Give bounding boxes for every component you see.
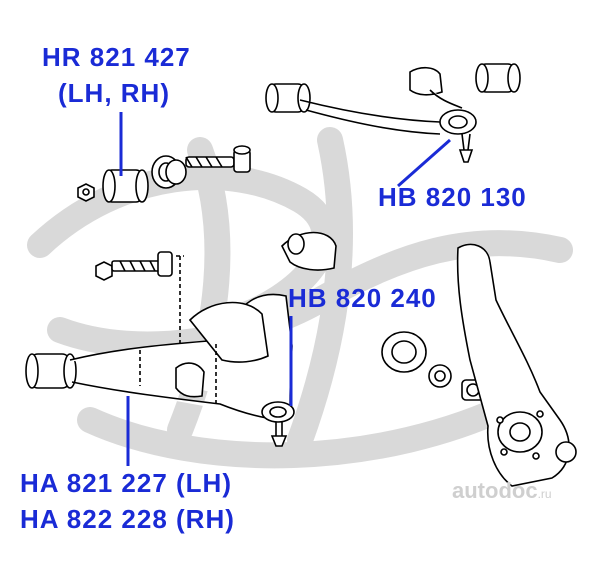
label-upper-bushing-part: HR 821 427 <box>42 42 191 72</box>
label-lower-ball-joint: HB 820 240 <box>288 283 437 313</box>
watermark-text: autodoc.ru <box>452 478 552 504</box>
watermark-brand: autodoc <box>452 478 538 503</box>
label-lower-arm-rh: HA 822 228 (RH) <box>20 504 235 534</box>
label-upper-ball-joint: HB 820 130 <box>378 182 527 212</box>
upper-control-arm <box>265 63 521 163</box>
watermark-suffix: .ru <box>537 487 552 501</box>
watermark-logo <box>27 127 573 469</box>
label-upper-bushing-sides: (LH, RH) <box>58 78 170 108</box>
leader-upper-ball-joint <box>397 138 451 188</box>
mounting-bolt-bracket <box>95 231 337 360</box>
lower-control-arm <box>25 293 295 447</box>
leader-lines <box>119 112 451 466</box>
label-lower-arm-lh: HA 821 227 (LH) <box>20 468 232 498</box>
upper-bushing-parts <box>77 145 251 203</box>
steering-knuckle-assembly <box>381 243 577 487</box>
